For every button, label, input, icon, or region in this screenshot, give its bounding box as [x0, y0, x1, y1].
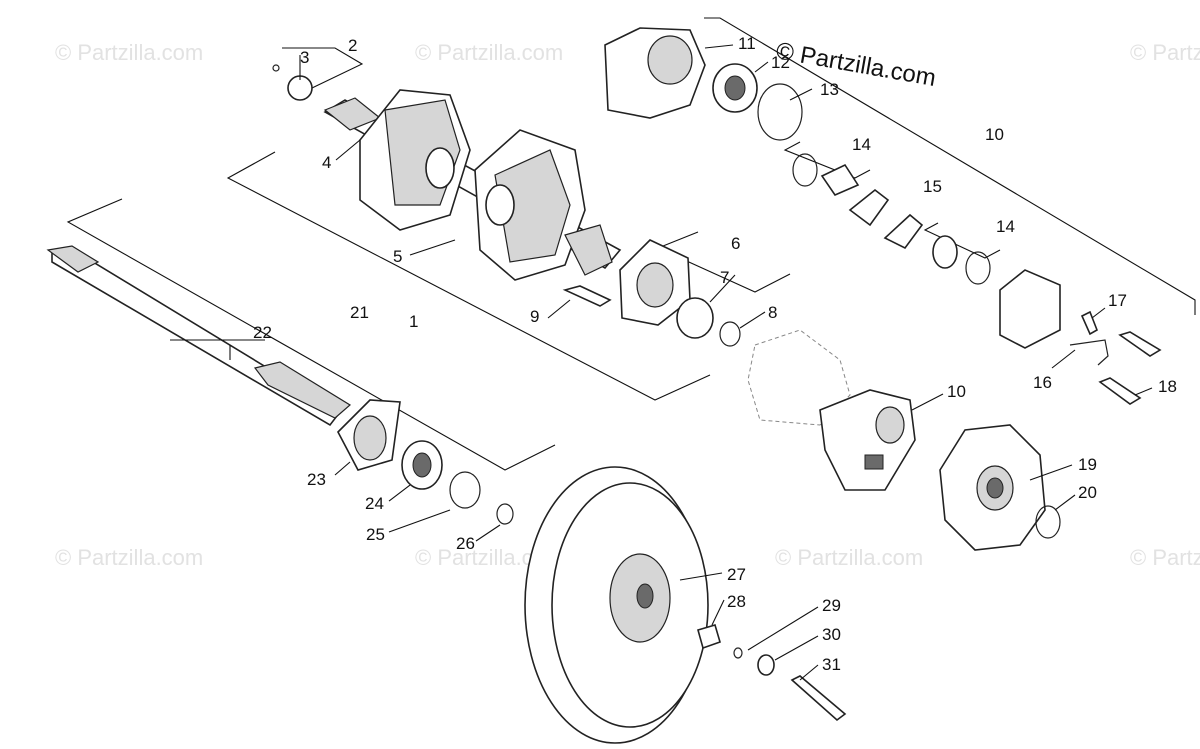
- washer-30: [757, 654, 775, 676]
- callout-28: 28: [727, 592, 746, 611]
- callout-3: 3: [300, 48, 309, 67]
- callout-12: 12: [771, 53, 790, 72]
- callout-labels: 1 2 3 4 5 6 7 8 9 10 10 11 12 13 14 14 1…: [253, 34, 1177, 674]
- bushing-14b: [932, 235, 958, 269]
- bearing-flange: [337, 399, 401, 471]
- callout-1: 1: [409, 312, 418, 331]
- driven-clutch: [524, 466, 709, 744]
- spacer-28: [697, 624, 721, 650]
- bearing-plate-bore: [636, 262, 674, 308]
- caliper-half: [999, 269, 1061, 349]
- watermark-6: © Partzilla.com: [775, 545, 923, 570]
- o-ring-3: [272, 64, 280, 72]
- callout-14-lower: 14: [996, 217, 1015, 236]
- callout-2: 2: [348, 36, 357, 55]
- watermark-1: © Partzilla.com: [55, 40, 203, 65]
- callout-23: 23: [307, 470, 326, 489]
- bolt-31: [790, 675, 847, 722]
- bearing-24-bore: [412, 452, 432, 478]
- callout-24: 24: [365, 494, 384, 513]
- snap-ring-25: [449, 471, 481, 509]
- callout-9: 9: [530, 307, 539, 326]
- brake-disc: [939, 424, 1046, 551]
- callout-17: 17: [1108, 291, 1127, 310]
- callout-8: 8: [768, 303, 777, 322]
- brake-pad-15b: [883, 213, 924, 250]
- callout-10-upper: 10: [985, 125, 1004, 144]
- callout-6: 6: [731, 234, 740, 253]
- callout-15: 15: [923, 177, 942, 196]
- callout-21: 21: [350, 303, 369, 322]
- bolt-18a: [1118, 331, 1162, 357]
- callout-25: 25: [366, 525, 385, 544]
- pin-16: [1069, 339, 1109, 366]
- seal-14b: [965, 251, 991, 285]
- retaining-ring-20: [1035, 505, 1061, 539]
- callout-5: 5: [393, 247, 402, 266]
- retaining-ring-26: [496, 503, 514, 525]
- watermark-2: © Partzilla.com: [415, 40, 563, 65]
- drive-axle-assembly: [323, 89, 622, 281]
- bolt-18b: [1098, 377, 1142, 405]
- callout-30: 30: [822, 625, 841, 644]
- drive-shaft: [46, 245, 352, 427]
- brake-caliper-upper: [604, 27, 706, 119]
- callout-27: 27: [727, 565, 746, 584]
- bearing-12-bore: [724, 75, 746, 101]
- callout-18: 18: [1158, 377, 1177, 396]
- callout-29: 29: [822, 596, 841, 615]
- callout-13: 13: [820, 80, 839, 99]
- snap-ring-8: [719, 321, 741, 347]
- callout-4: 4: [322, 153, 331, 172]
- callout-14-upper: 14: [852, 135, 871, 154]
- bolt-9: [562, 285, 612, 307]
- callout-11: 11: [738, 34, 756, 53]
- bleeder-17: [1080, 310, 1098, 336]
- callout-31: 31: [822, 655, 841, 674]
- watermark-3: © Partzilla.com: [1130, 40, 1200, 65]
- callout-16: 16: [1033, 373, 1052, 392]
- watermark-7: © Partzilla.com: [1130, 545, 1200, 570]
- callout-7: 7: [720, 268, 729, 287]
- callout-20: 20: [1078, 483, 1097, 502]
- brake-pad-15a: [848, 188, 890, 227]
- seal-7: [676, 297, 714, 339]
- callout-26: 26: [456, 534, 475, 553]
- washer-29: [733, 647, 743, 659]
- callout-22: 22: [253, 323, 272, 342]
- o-ring-13: [757, 83, 803, 141]
- background-watermarks: © Partzilla.com © Partzilla.com © Partzi…: [55, 40, 1200, 570]
- callout-10-lower: 10: [947, 382, 966, 401]
- seal-14a: [792, 153, 818, 187]
- callout-19: 19: [1078, 455, 1097, 474]
- leader-lines: [170, 44, 1153, 681]
- watermark-4: © Partzilla.com: [55, 545, 203, 570]
- brake-caliper-lower: [819, 389, 916, 491]
- bushing-14a: [820, 163, 860, 196]
